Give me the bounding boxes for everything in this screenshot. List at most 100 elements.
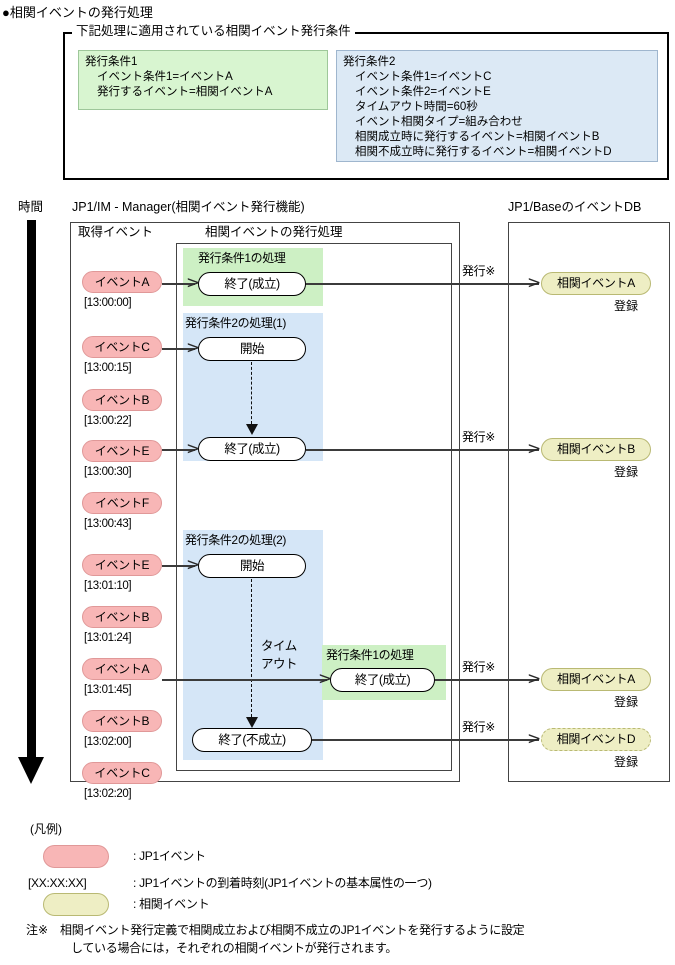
time-axis-label: 時間 bbox=[18, 200, 44, 214]
event-pill[interactable]: イベントA bbox=[82, 658, 162, 680]
timeout-label-line1: タイム bbox=[261, 639, 297, 653]
issue-arrow-icon: > bbox=[527, 669, 542, 689]
legend-label-jp1-event: : JP1イベント bbox=[133, 849, 206, 863]
flow-arrow-down-icon bbox=[246, 717, 258, 728]
event-time: [13:00:22] bbox=[84, 415, 132, 427]
page-title: ●相関イベントの発行処理 bbox=[2, 5, 153, 20]
condition-2-line-3: イベント相関タイプ=組み合わせ bbox=[355, 116, 523, 128]
condition-2-heading: 発行条件2 bbox=[343, 56, 396, 68]
legend-key-timestamp: [XX:XX:XX] bbox=[28, 876, 87, 890]
condition-box-1-text: 発行条件1 イベント条件1=イベントA 発行するイベント=相関イベントA bbox=[79, 51, 327, 100]
connector-arrow-icon: > bbox=[186, 555, 201, 575]
flow-dashed-line bbox=[251, 579, 252, 717]
issue-label: 発行※ bbox=[462, 720, 495, 734]
issue-arrow-icon: > bbox=[527, 439, 542, 459]
acquired-events-label: 取得イベント bbox=[78, 225, 154, 239]
condition-2-line-0: イベント条件1=イベントC bbox=[355, 71, 492, 83]
condition-2-line-2: タイムアウト時間=60秒 bbox=[355, 101, 478, 113]
condition-2-line-1: イベント条件2=イベントE bbox=[355, 86, 491, 98]
footnote-mark: 注※ bbox=[26, 923, 49, 937]
condition-box-1: 発行条件1 イベント条件1=イベントA 発行するイベント=相関イベントA bbox=[78, 50, 328, 110]
event-pill[interactable]: イベントE bbox=[82, 440, 162, 462]
condition-box-2: 発行条件2 イベント条件1=イベントC イベント条件2=イベントE タイムアウト… bbox=[336, 50, 658, 162]
legend-label-timestamp: : JP1イベントの到着時刻(JP1イベントの基本属性の一つ) bbox=[133, 876, 432, 890]
event-time: [13:02:00] bbox=[84, 736, 132, 748]
node-start-2a[interactable]: 開始 bbox=[198, 337, 306, 361]
node-end-success-3[interactable]: 終了(成立) bbox=[330, 668, 435, 692]
legend-title: (凡例) bbox=[30, 822, 62, 836]
timeout-label-line2: アウト bbox=[261, 657, 298, 671]
event-db-column-label: JP1/BaseのイベントDB bbox=[508, 200, 642, 214]
time-axis-arrow-shaft bbox=[27, 220, 36, 760]
condition-box-2-text: 発行条件2 イベント条件1=イベントC イベント条件2=イベントE タイムアウト… bbox=[337, 51, 657, 160]
event-time: [13:00:30] bbox=[84, 466, 132, 478]
issue-label: 発行※ bbox=[462, 660, 495, 674]
manager-column-label: JP1/IM - Manager(相関イベント発行機能) bbox=[72, 200, 305, 214]
correlation-event-registered: 登録 bbox=[614, 299, 639, 313]
legend-swatch-jp1-event bbox=[43, 845, 109, 868]
issue-arrow-icon: > bbox=[527, 273, 542, 293]
correlation-event-registered: 登録 bbox=[614, 755, 639, 769]
correlation-event-registered: 登録 bbox=[614, 465, 639, 479]
condition-1-line-0: イベント条件1=イベントA bbox=[97, 71, 233, 83]
flow-arrow-down-icon bbox=[246, 424, 258, 435]
issue-connector-line bbox=[312, 739, 539, 741]
issue-connector-line bbox=[435, 679, 539, 681]
connector-line bbox=[162, 348, 195, 350]
event-pill[interactable]: イベントB bbox=[82, 710, 162, 732]
issue-arrow-icon: > bbox=[527, 729, 542, 749]
process-title: 発行条件1の処理 bbox=[326, 648, 414, 662]
event-pill[interactable]: イベントC bbox=[82, 762, 162, 784]
condition-2-line-5: 相関不成立時に発行するイベント=相関イベントD bbox=[355, 146, 612, 158]
event-pill[interactable]: イベントF bbox=[82, 492, 162, 514]
node-start-2b[interactable]: 開始 bbox=[198, 554, 306, 578]
legend-swatch-correlation-event bbox=[43, 893, 109, 916]
connector-arrow-icon: > bbox=[186, 273, 201, 293]
correlation-event-pill[interactable]: 相関イベントD bbox=[541, 728, 651, 751]
issue-processing-label: 相関イベントの発行処理 bbox=[205, 225, 343, 239]
manager-frame bbox=[70, 222, 460, 782]
event-pill[interactable]: イベントE bbox=[82, 554, 162, 576]
condition-1-line-1: 発行するイベント=相関イベントA bbox=[97, 86, 273, 98]
correlation-event-pill[interactable]: 相関イベントA bbox=[541, 668, 651, 691]
node-end-success-1[interactable]: 終了(成立) bbox=[198, 272, 306, 296]
condition-group-legend: 下記処理に適用されている相関イベント発行条件 bbox=[72, 25, 355, 38]
connector-line bbox=[162, 565, 195, 567]
event-pill[interactable]: イベントB bbox=[82, 389, 162, 411]
event-time: [13:00:00] bbox=[84, 297, 132, 309]
connector-arrow-icon: > bbox=[186, 439, 201, 459]
event-time: [13:01:45] bbox=[84, 684, 132, 696]
event-time: [13:01:24] bbox=[84, 632, 132, 644]
event-time: [13:02:20] bbox=[84, 788, 132, 800]
footnote-line-2: している場合には，それぞれの相関イベントが発行されます。 bbox=[71, 941, 398, 955]
issue-label: 発行※ bbox=[462, 264, 495, 278]
connector-line bbox=[162, 283, 195, 285]
correlation-event-pill[interactable]: 相関イベントB bbox=[541, 438, 651, 461]
process-title: 発行条件2の処理(2) bbox=[185, 533, 286, 547]
footnote-line-1: 相関イベント発行定義で相関成立および相関不成立のJP1イベントを発行するように設… bbox=[60, 923, 525, 937]
issue-label: 発行※ bbox=[462, 430, 495, 444]
process-title: 発行条件2の処理(1) bbox=[185, 316, 286, 330]
flow-dashed-line bbox=[251, 362, 252, 424]
event-pill[interactable]: イベントB bbox=[82, 606, 162, 628]
correlation-event-registered: 登録 bbox=[614, 695, 639, 709]
node-end-success-2a[interactable]: 終了(成立) bbox=[198, 437, 306, 461]
legend-label-correlation-event: : 相関イベント bbox=[133, 897, 210, 911]
event-time: [13:00:15] bbox=[84, 362, 132, 374]
time-axis-arrow-icon bbox=[18, 757, 44, 784]
correlation-event-pill[interactable]: 相関イベントA bbox=[541, 272, 651, 295]
connector-line bbox=[162, 449, 195, 451]
event-pill[interactable]: イベントC bbox=[82, 336, 162, 358]
event-pill[interactable]: イベントA bbox=[82, 271, 162, 293]
issue-connector-line bbox=[306, 449, 539, 451]
node-end-fail-2b[interactable]: 終了(不成立) bbox=[192, 728, 312, 752]
event-time: [13:00:43] bbox=[84, 518, 132, 530]
event-db-frame bbox=[508, 222, 670, 782]
event-time: [13:01:10] bbox=[84, 580, 132, 592]
issue-processing-frame bbox=[176, 243, 452, 771]
process-title: 発行条件1の処理 bbox=[198, 251, 286, 265]
condition-1-heading: 発行条件1 bbox=[85, 56, 138, 68]
condition-2-line-4: 相関成立時に発行するイベント=相関イベントB bbox=[355, 131, 600, 143]
connector-arrow-icon: > bbox=[186, 338, 201, 358]
